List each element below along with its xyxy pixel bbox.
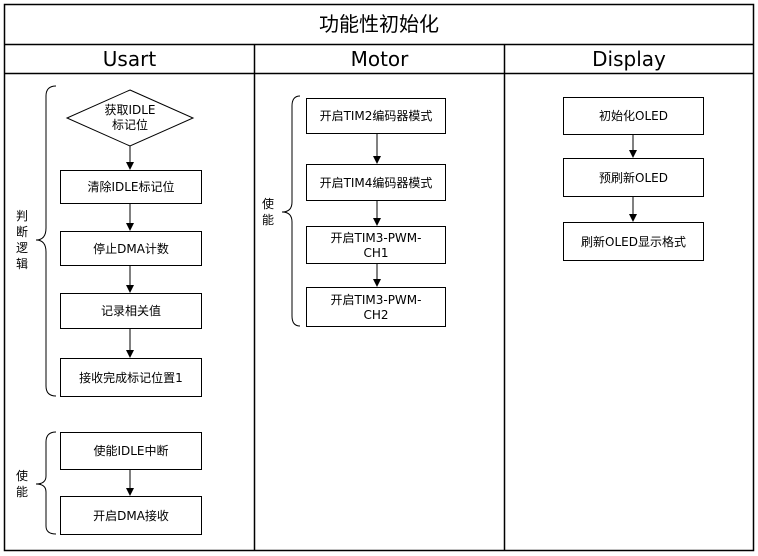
step-label-refresh-oled-format: 刷新OLED显示格式 xyxy=(581,234,686,249)
group-label-judge-logic: 判 断 逻 辑 xyxy=(15,208,28,272)
group-label-motor-enable: 使 能 xyxy=(261,196,274,227)
step-label-get-idle-flag: 获取IDLE 标记位 xyxy=(104,103,156,132)
step-label-start-dma-receive: 开启DMA接收 xyxy=(93,508,169,523)
step-tim2-encoder xyxy=(306,98,446,134)
step-refresh-oled-format xyxy=(563,222,704,261)
step-label-set-complete-flag: 接收完成标记位置1 xyxy=(79,370,183,385)
step-record-values xyxy=(60,293,202,329)
step-enable-idle-interrupt xyxy=(60,432,202,470)
outer-frame xyxy=(3,3,755,552)
step-label-record-values: 记录相关值 xyxy=(100,304,161,318)
brace-motor-enable xyxy=(281,95,301,327)
brace-judge-logic xyxy=(35,85,57,397)
step-label-prerefresh-oled: 预刷新OLED xyxy=(599,170,668,185)
column-header-display: Display xyxy=(592,46,666,71)
step-stop-dma-count xyxy=(60,231,202,266)
step-label-tim3-pwm-ch1: 开启TIM3-PWM- CH1 xyxy=(330,230,422,260)
step-prerefresh-oled xyxy=(563,158,704,197)
step-label-tim2-encoder: 开启TIM2编码器模式 xyxy=(319,109,433,123)
column-header-motor: Motor xyxy=(350,46,409,71)
step-label-enable-idle-interrupt: 使能IDLE中断 xyxy=(93,444,169,458)
step-init-oled xyxy=(563,97,704,135)
step-label-stop-dma-count: 停止DMA计数 xyxy=(93,241,169,256)
step-tim4-encoder xyxy=(306,164,446,201)
step-label-tim4-encoder: 开启TIM4编码器模式 xyxy=(319,175,433,190)
step-tim3-pwm-ch1 xyxy=(306,226,446,264)
step-set-complete-flag xyxy=(60,358,202,397)
group-label-usart-enable: 使 能 xyxy=(15,468,28,499)
page-title: 功能性初始化 xyxy=(319,12,439,36)
step-start-dma-receive xyxy=(60,496,202,535)
column-header-usart: Usart xyxy=(102,46,157,71)
step-label-tim3-pwm-ch2: 开启TIM3-PWM- CH2 xyxy=(330,292,422,322)
step-label-clear-idle-flag: 清除IDLE标记位 xyxy=(87,180,175,194)
step-label-init-oled: 初始化OLED xyxy=(599,109,668,123)
step-clear-idle-flag xyxy=(60,170,202,204)
brace-usart-enable xyxy=(35,431,57,535)
step-tim3-pwm-ch2 xyxy=(306,287,446,327)
